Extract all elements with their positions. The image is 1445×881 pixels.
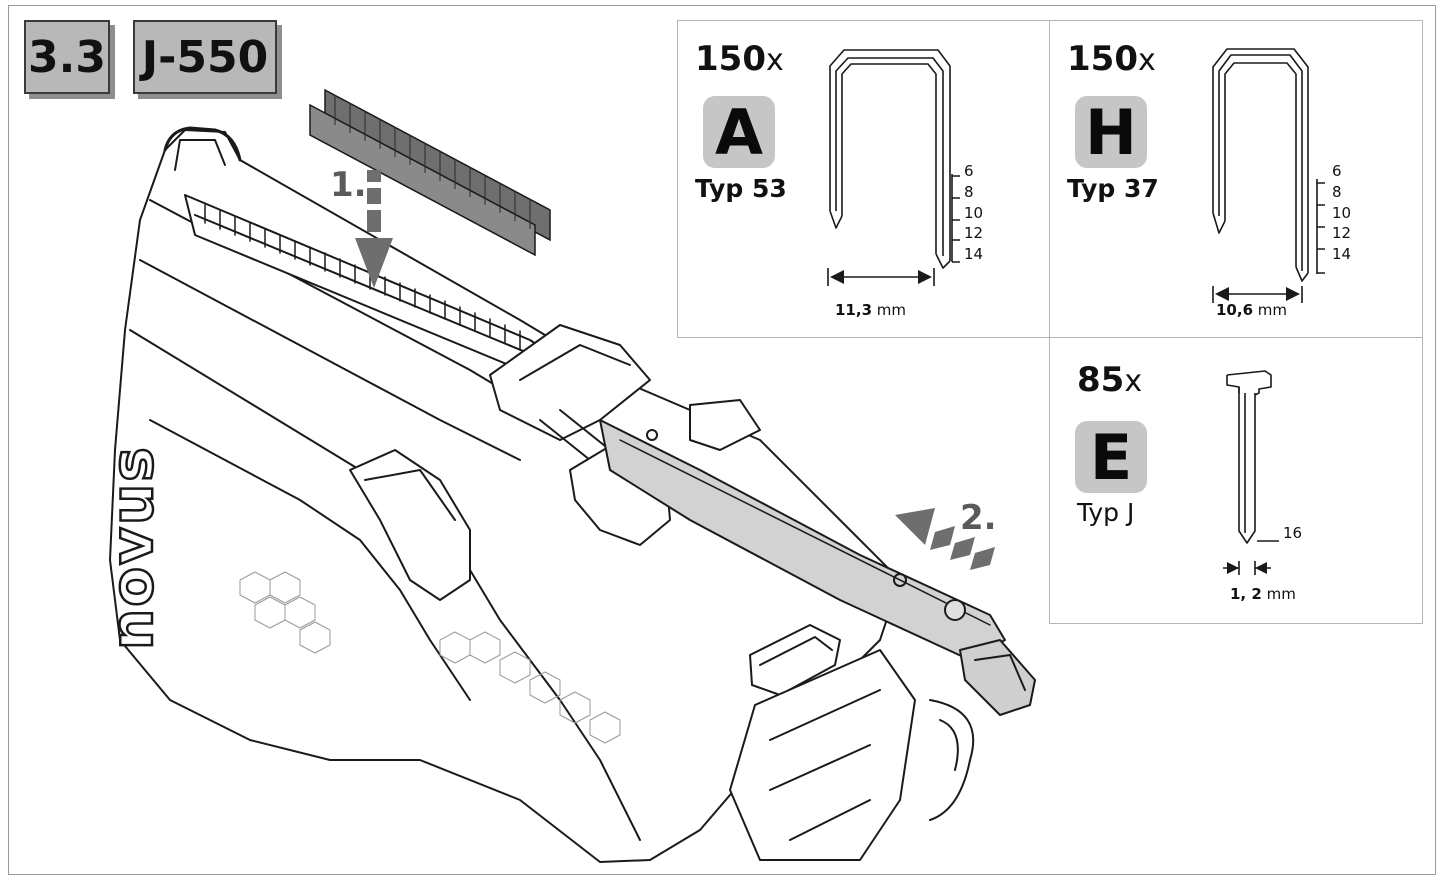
staple-letter-badge: A [703, 96, 775, 169]
quantity-label: 150x [695, 39, 784, 79]
quantity-label: 85x [1077, 360, 1143, 400]
staple-type-label: Typ J [1077, 498, 1135, 527]
length-tick: 10 [1332, 204, 1352, 222]
staple-panel-h: 150x H Typ 37 6 8 10 12 14 10,6 mm [1049, 20, 1423, 338]
staple-type-label: Typ 37 [1067, 174, 1159, 203]
step-2-label: 2. [960, 498, 997, 538]
length-tick: 12 [1332, 224, 1352, 242]
nail-panel-e: 85x E Typ J 16 1, 2 mm [1049, 337, 1423, 624]
length-tick: 6 [1332, 162, 1342, 180]
width-measurement: 10,6 mm [1216, 301, 1288, 319]
length-tick: 8 [964, 183, 974, 201]
length-tick: 6 [964, 162, 974, 180]
length-tick: 16 [1283, 524, 1303, 542]
length-tick: 12 [964, 224, 984, 242]
length-tick: 8 [1332, 183, 1342, 201]
quantity-label: 150x [1067, 39, 1156, 79]
brand-label: novus [98, 445, 166, 650]
section-number-badge: 3.3 [24, 20, 110, 94]
staple-letter-badge: H [1075, 96, 1147, 169]
width-measurement: 11,3 mm [835, 301, 907, 319]
model-badge: J-550 [133, 20, 277, 94]
length-tick: 10 [964, 204, 984, 222]
step-1-label: 1. [330, 165, 367, 205]
arrow-step-2 [895, 508, 995, 570]
width-measurement: 1, 2 mm [1230, 585, 1296, 603]
nail-e-drawing [1223, 370, 1279, 575]
staple-letter-badge: E [1075, 421, 1147, 494]
staple-type-label: Typ 53 [695, 174, 787, 203]
staple-panel-a: 150x A Typ 53 6 8 10 12 14 11,3 mm [677, 20, 1050, 338]
staple-a-drawing [827, 49, 960, 286]
arrow-step-1 [355, 170, 393, 288]
length-tick: 14 [964, 245, 984, 263]
length-tick: 14 [1332, 245, 1352, 263]
staple-h-drawing [1212, 48, 1325, 303]
staple-strip [309, 88, 551, 257]
